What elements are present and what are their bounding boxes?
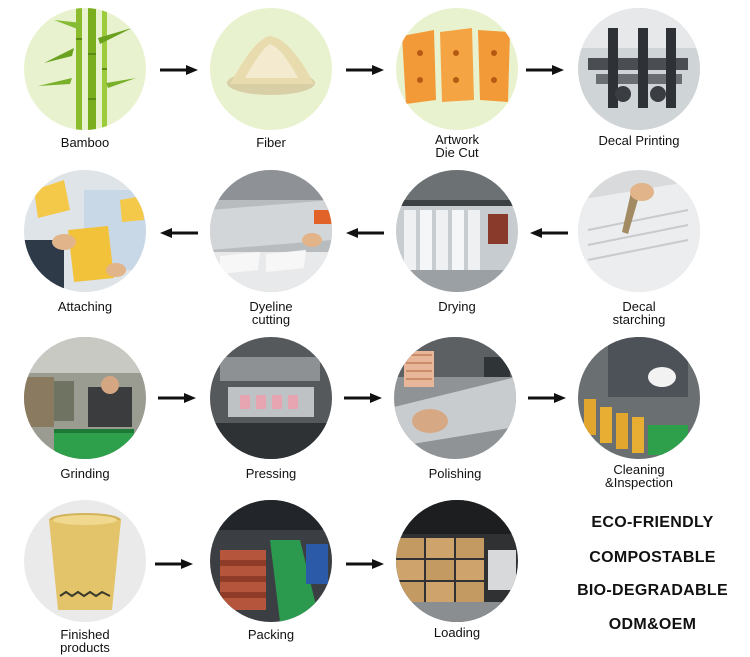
claim-compostable: COMPOSTABLE <box>589 549 716 566</box>
arrow-right-icon <box>346 65 384 75</box>
arrow-right-icon <box>526 65 564 75</box>
warehouse-boxes-photo-icon <box>396 500 518 622</box>
step-label: Artwork Die Cut <box>434 132 480 160</box>
pressing-machine-photo-icon <box>210 337 332 459</box>
step-label: Bamboo <box>60 135 110 150</box>
claim-bio-degradable: BIO-DEGRADABLE <box>577 582 728 599</box>
inspection-photo-icon <box>578 337 700 459</box>
starching-photo-icon <box>578 170 700 292</box>
packing-line-photo-icon <box>210 500 332 622</box>
bamboo-photo-icon <box>24 8 146 130</box>
step-label: Attaching <box>57 299 113 314</box>
step-label: Finished products <box>60 627 110 655</box>
step-label: Fiber <box>256 135 286 150</box>
step-label: Drying <box>438 299 476 314</box>
step-label: Polishing <box>428 466 482 481</box>
arrow-right-icon <box>160 65 198 75</box>
arrow-right-icon <box>528 393 566 403</box>
polishing-photo-icon <box>394 337 516 459</box>
claim-eco-friendly: ECO-FRIENDLY <box>591 514 714 531</box>
arrow-right-icon <box>346 559 384 569</box>
step-label: Pressing <box>245 466 297 481</box>
step-label: Cleaning &Inspection <box>605 462 673 490</box>
arrow-right-icon <box>155 559 193 569</box>
arrow-left-icon <box>160 228 198 238</box>
cutting-machine-photo-icon <box>210 170 332 292</box>
step-label: Dyeline cutting <box>249 299 293 327</box>
decal-attaching-photo-icon <box>24 170 146 292</box>
step-label: Packing <box>247 627 295 642</box>
step-label: Decal starching <box>612 299 666 327</box>
bamboo-cup-photo-icon <box>24 500 146 622</box>
step-label: Grinding <box>60 466 110 481</box>
arrow-left-icon <box>530 228 568 238</box>
claim-odm-oem: ODM&OEM <box>608 616 697 633</box>
die-cut-blanks-photo-icon <box>396 8 518 130</box>
step-label: Decal Printing <box>598 133 680 148</box>
arrow-right-icon <box>344 393 382 403</box>
drying-line-photo-icon <box>396 170 518 292</box>
grinding-workshop-photo-icon <box>24 337 146 459</box>
step-label: Loading <box>433 625 481 640</box>
arrow-right-icon <box>158 393 196 403</box>
arrow-left-icon <box>346 228 384 238</box>
printing-machine-photo-icon <box>578 8 700 130</box>
fiber-powder-photo-icon <box>210 8 332 130</box>
